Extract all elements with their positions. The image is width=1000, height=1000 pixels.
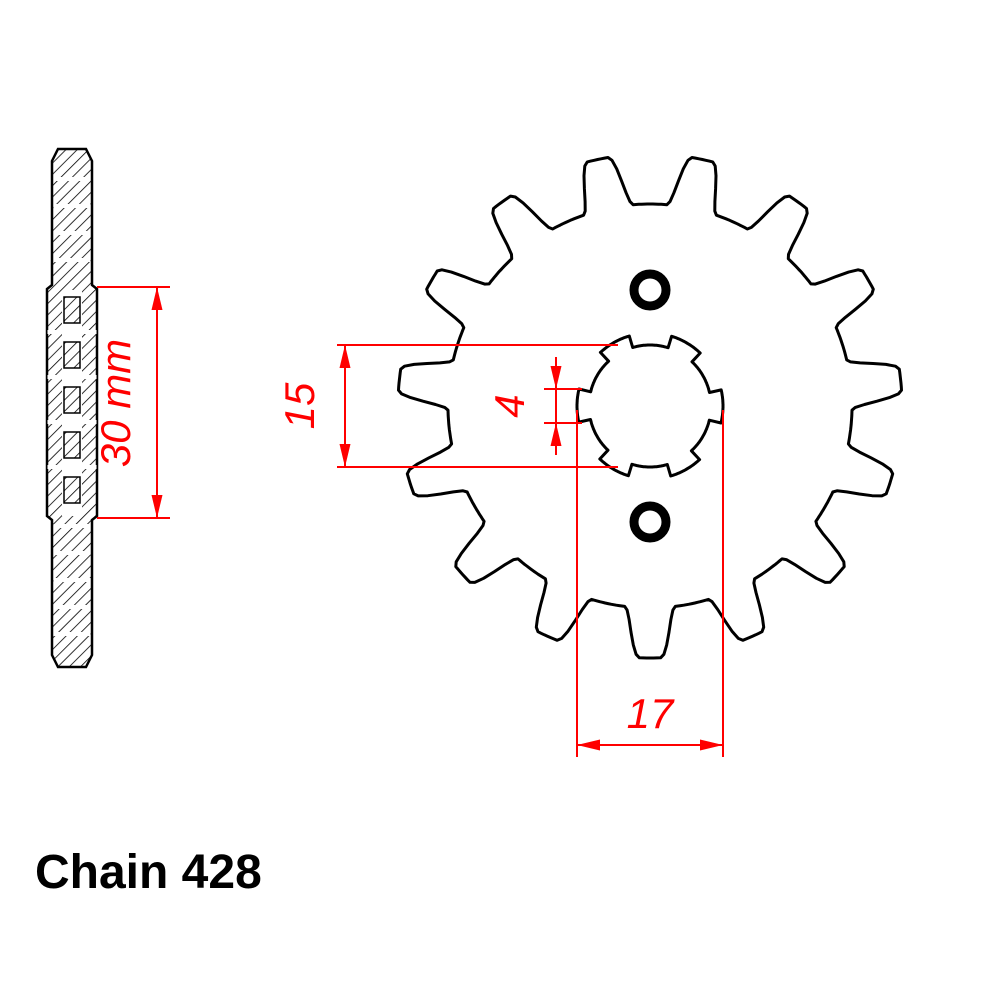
side-view-detail	[53, 258, 91, 262]
arrow-right-icon	[700, 739, 723, 751]
side-view-detail	[63, 476, 81, 504]
side-view-detail	[53, 578, 91, 582]
side-view-detail	[63, 341, 81, 369]
side-view-detail	[82, 375, 97, 379]
dim-label-bore-major: 17	[627, 690, 675, 737]
arrow-down-icon	[339, 444, 351, 467]
side-view-detail	[47, 465, 62, 469]
side-view-detail	[63, 296, 81, 324]
side-view-detail	[63, 386, 81, 414]
arrow-left-icon	[577, 739, 600, 751]
side-view-sprocket	[45, 147, 99, 669]
side-view-detail	[53, 524, 91, 528]
arrow-up-icon	[339, 345, 351, 368]
arrow-up-icon	[151, 287, 163, 310]
dimension-bore-minor-15: 15	[276, 344, 618, 468]
side-view-detail	[53, 204, 91, 208]
dim-label-spline-width: 4	[486, 394, 533, 417]
side-view-detail	[53, 551, 91, 555]
front-view-sprocket	[397, 156, 903, 660]
arrow-down-icon	[550, 366, 562, 389]
side-view-detail	[53, 177, 91, 181]
arrow-down-icon	[151, 495, 163, 518]
dimension-bore-major-17: 17	[576, 410, 724, 757]
arrow-up-icon	[550, 423, 562, 446]
side-view-detail	[47, 330, 62, 334]
side-view-detail	[82, 330, 97, 334]
bolt-hole-top	[629, 269, 671, 311]
side-view-detail	[47, 375, 62, 379]
chain-label: Chain 428	[35, 846, 262, 899]
side-view-detail	[53, 605, 91, 609]
spline-bore-outline	[575, 334, 725, 478]
dimension-spline-width-4: 4	[486, 357, 582, 455]
side-view-detail	[82, 420, 97, 424]
dim-label-hub-width: 30 mm	[92, 339, 139, 467]
side-view-detail	[82, 465, 97, 469]
dimension-hub-width-30mm: 30 mm	[92, 286, 170, 519]
side-view-detail	[47, 420, 62, 424]
side-view-detail	[63, 431, 81, 459]
bolt-hole-bottom	[629, 501, 671, 543]
dim-label-bore-minor: 15	[276, 382, 323, 429]
side-view-detail	[53, 231, 91, 235]
side-view-detail	[53, 632, 91, 636]
side-view-texture	[47, 177, 97, 636]
